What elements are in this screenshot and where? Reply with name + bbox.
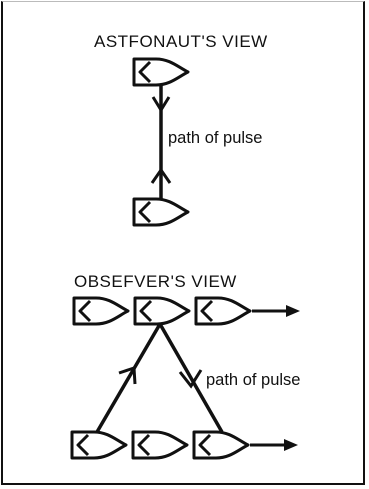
astronaut-path-label: path of pulse	[168, 129, 263, 147]
observer-top-motion-arrowhead	[286, 305, 300, 317]
astronaut-ship-bottom	[132, 197, 190, 227]
observer-ship-top-2	[133, 296, 191, 326]
observer-ship-bottom-1	[70, 430, 128, 460]
astronaut-arrow-up	[150, 167, 172, 184]
observer-ship-top-3	[194, 296, 252, 326]
observer-arrow-down	[178, 369, 203, 389]
observer-arrow-up	[118, 365, 137, 385]
figure-frame	[1, 1, 365, 485]
observer-path-label: path of pulse	[206, 371, 301, 389]
observer-pulse-path-down	[158, 323, 224, 433]
observer-pulse-path-up	[95, 323, 162, 433]
astronaut-view-title: ASTFONAUT'S VIEW	[94, 32, 268, 51]
observer-ship-bottom-3	[192, 430, 250, 460]
observer-ship-bottom-2	[131, 430, 189, 460]
astronaut-ship-top	[132, 57, 190, 87]
observer-ship-top-1	[72, 296, 130, 326]
observer-bottom-motion-arrowhead	[284, 439, 298, 451]
astronaut-arrow-down	[151, 96, 171, 113]
observer-view-title: OBSEFVER'S VIEW	[74, 272, 237, 291]
